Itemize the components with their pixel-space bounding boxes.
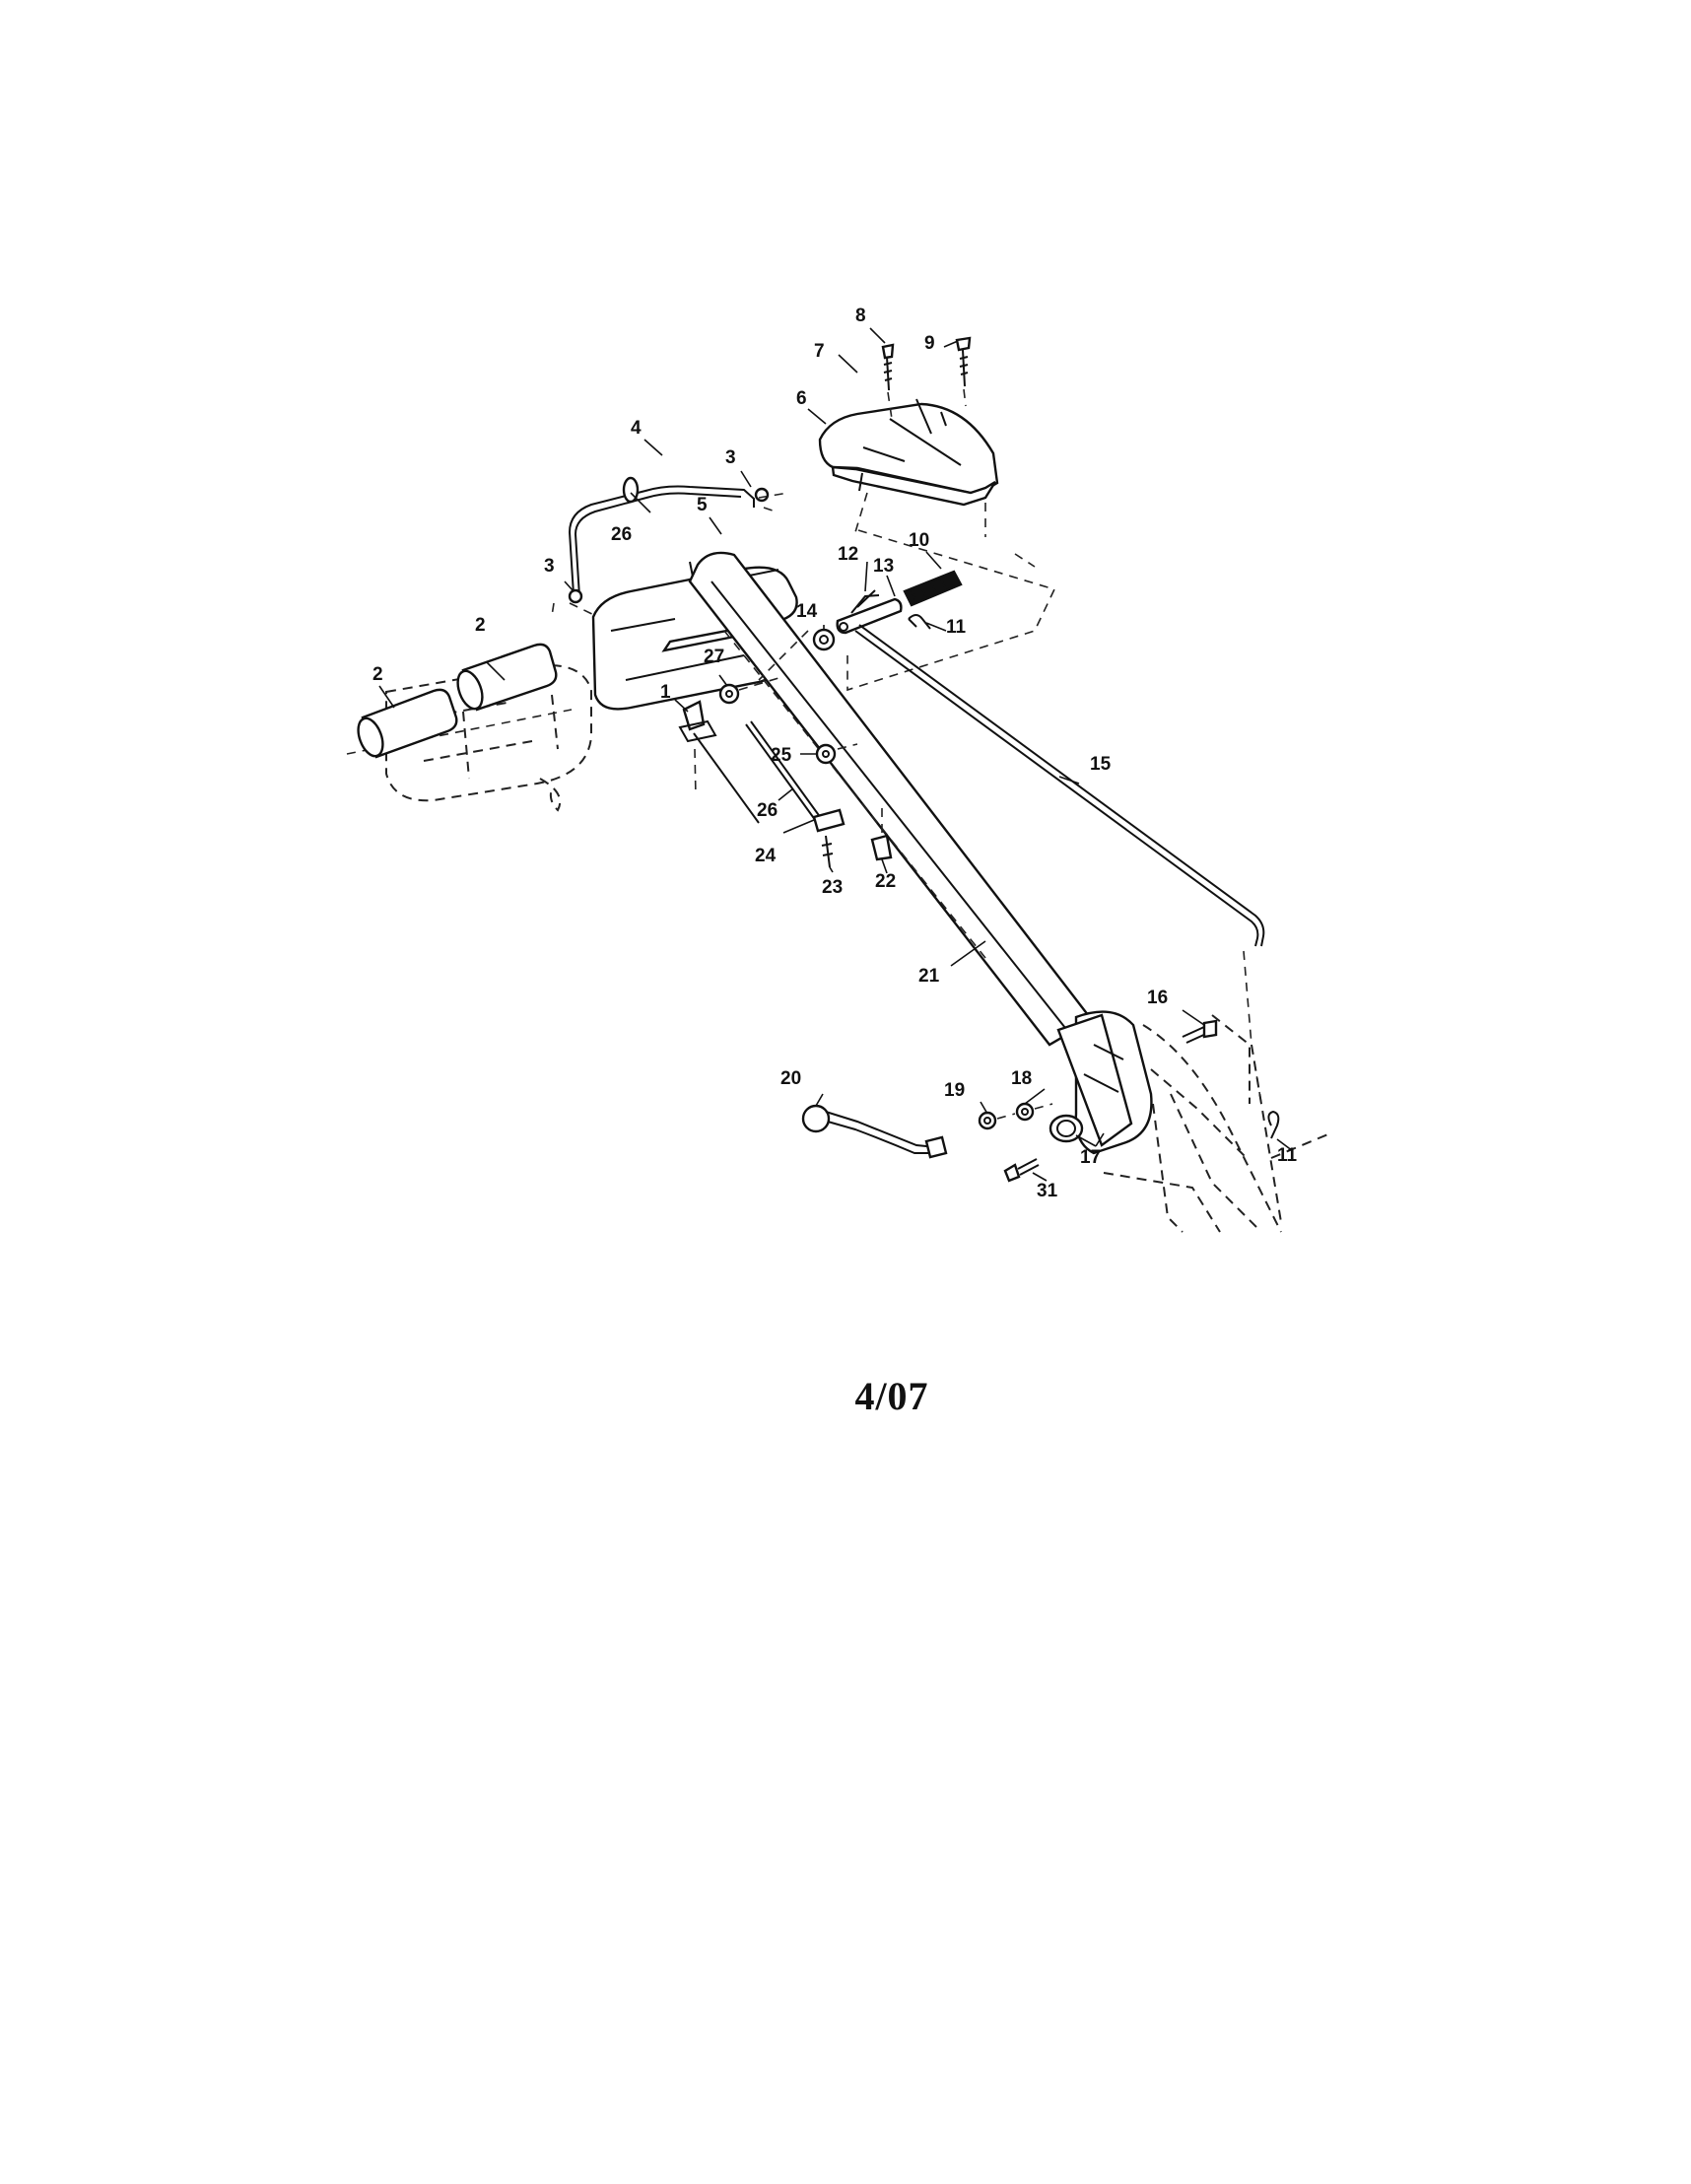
callout-2-left: 2 xyxy=(372,664,383,685)
callout-25: 25 xyxy=(771,745,792,766)
callout-9: 9 xyxy=(924,333,935,354)
hairpin-clip-lower xyxy=(1267,1110,1280,1139)
callout-26-lower: 26 xyxy=(757,800,778,821)
handle-pivot-plate xyxy=(1056,1010,1153,1155)
pin-12 xyxy=(850,589,880,614)
leader-lines xyxy=(378,327,1294,1182)
callout-18: 18 xyxy=(1011,1068,1032,1089)
screw-9 xyxy=(955,336,972,387)
hand-grip-left xyxy=(357,688,458,759)
callout-11-lower: 11 xyxy=(1277,1145,1298,1166)
callout-21: 21 xyxy=(918,966,940,987)
callout-27: 27 xyxy=(704,647,724,667)
link-13 xyxy=(836,597,903,635)
control-rod xyxy=(854,624,1265,1105)
handle-tube xyxy=(688,551,1094,1047)
phantom-handlebar-outline xyxy=(346,664,592,812)
callout-23: 23 xyxy=(822,877,843,898)
callout-16: 16 xyxy=(1147,988,1168,1008)
hand-grip-right xyxy=(456,643,558,712)
bushing-14 xyxy=(812,628,836,651)
bolt-31 xyxy=(1003,1158,1040,1183)
hairpin-clip-upper xyxy=(908,614,931,630)
washer-3-right xyxy=(754,487,770,503)
callout-8: 8 xyxy=(855,306,866,326)
callout-14: 14 xyxy=(796,601,818,622)
nut-25 xyxy=(815,743,837,765)
callout-20: 20 xyxy=(780,1068,801,1089)
callout-10: 10 xyxy=(909,530,929,551)
nut-18 xyxy=(1015,1102,1035,1122)
control-shroud xyxy=(818,398,999,507)
callout-7: 7 xyxy=(814,341,825,362)
callout-24: 24 xyxy=(755,846,777,866)
link-rod-26-lower xyxy=(745,723,822,829)
callout-26-upper: 26 xyxy=(611,524,632,545)
knob-17 xyxy=(1048,1114,1084,1143)
spring xyxy=(903,570,963,607)
phantom-tiller-frame xyxy=(1103,1014,1331,1233)
screw-8 xyxy=(881,343,895,391)
callout-4: 4 xyxy=(631,418,642,439)
callout-5: 5 xyxy=(697,495,708,515)
washer-3-left xyxy=(568,588,583,604)
clip-22 xyxy=(870,834,893,861)
callout-3-right: 3 xyxy=(725,447,736,468)
callout-2-right: 2 xyxy=(475,615,486,636)
nut-27 xyxy=(718,683,740,705)
callout-13: 13 xyxy=(873,556,894,577)
callout-19: 19 xyxy=(944,1080,965,1101)
shift-lever-20 xyxy=(801,1104,948,1159)
callout-22: 22 xyxy=(875,871,896,892)
callout-11-upper: 11 xyxy=(946,617,967,638)
callout-15: 15 xyxy=(1090,754,1112,775)
control-lever xyxy=(678,700,760,824)
callout-6: 6 xyxy=(796,388,807,409)
callout-3-left: 3 xyxy=(544,556,555,577)
revision-date: 4/07 xyxy=(854,1374,929,1418)
screw-23 xyxy=(821,835,834,868)
callout-17: 17 xyxy=(1080,1147,1101,1168)
callout-12: 12 xyxy=(838,544,858,565)
bolt-16 xyxy=(1182,1019,1218,1044)
washer-19 xyxy=(978,1111,997,1130)
callout-1: 1 xyxy=(660,682,671,703)
bracket-24 xyxy=(812,808,846,833)
callout-31: 31 xyxy=(1037,1181,1058,1201)
callout-labels: 1 2 2 3 3 4 5 6 7 8 9 10 11 11 12 13 14 … xyxy=(372,306,1298,1201)
